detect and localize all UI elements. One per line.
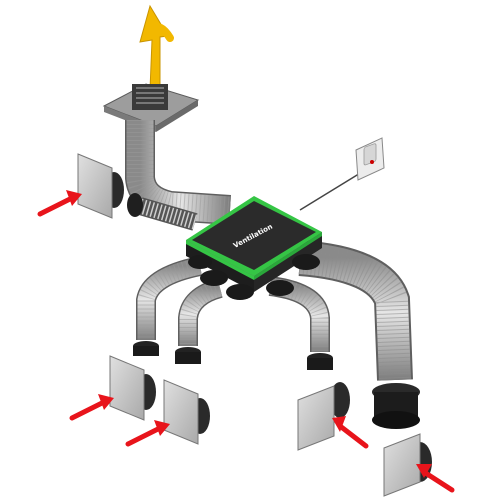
intake-arrow-4 [332,416,369,449]
exhaust-arrow [139,4,174,93]
exhaust-duct [125,120,231,225]
front-right-duct [268,276,333,370]
intake-arrow-2 [69,394,114,421]
wall-switch [299,137,385,211]
grille-bottom-left-2 [163,379,210,445]
roof-terminal [102,83,200,132]
intake-arrow-5 [416,464,455,493]
intake-arrow-3 [125,420,170,447]
front-left-duct [133,256,203,356]
unit-outlets [188,254,320,300]
intake-arrow-1 [37,190,82,217]
grille-bottom-left-1 [109,355,156,421]
grille-top-left [77,153,124,219]
intake-arrows [37,190,455,493]
left-stub-duct [127,193,198,231]
terminal-grille [136,87,164,104]
grille-bottom-center [297,382,350,451]
central-ventilation-unit: Ventilation [186,196,322,300]
grille-bottom-right [383,433,432,497]
front-center-duct [175,278,223,364]
